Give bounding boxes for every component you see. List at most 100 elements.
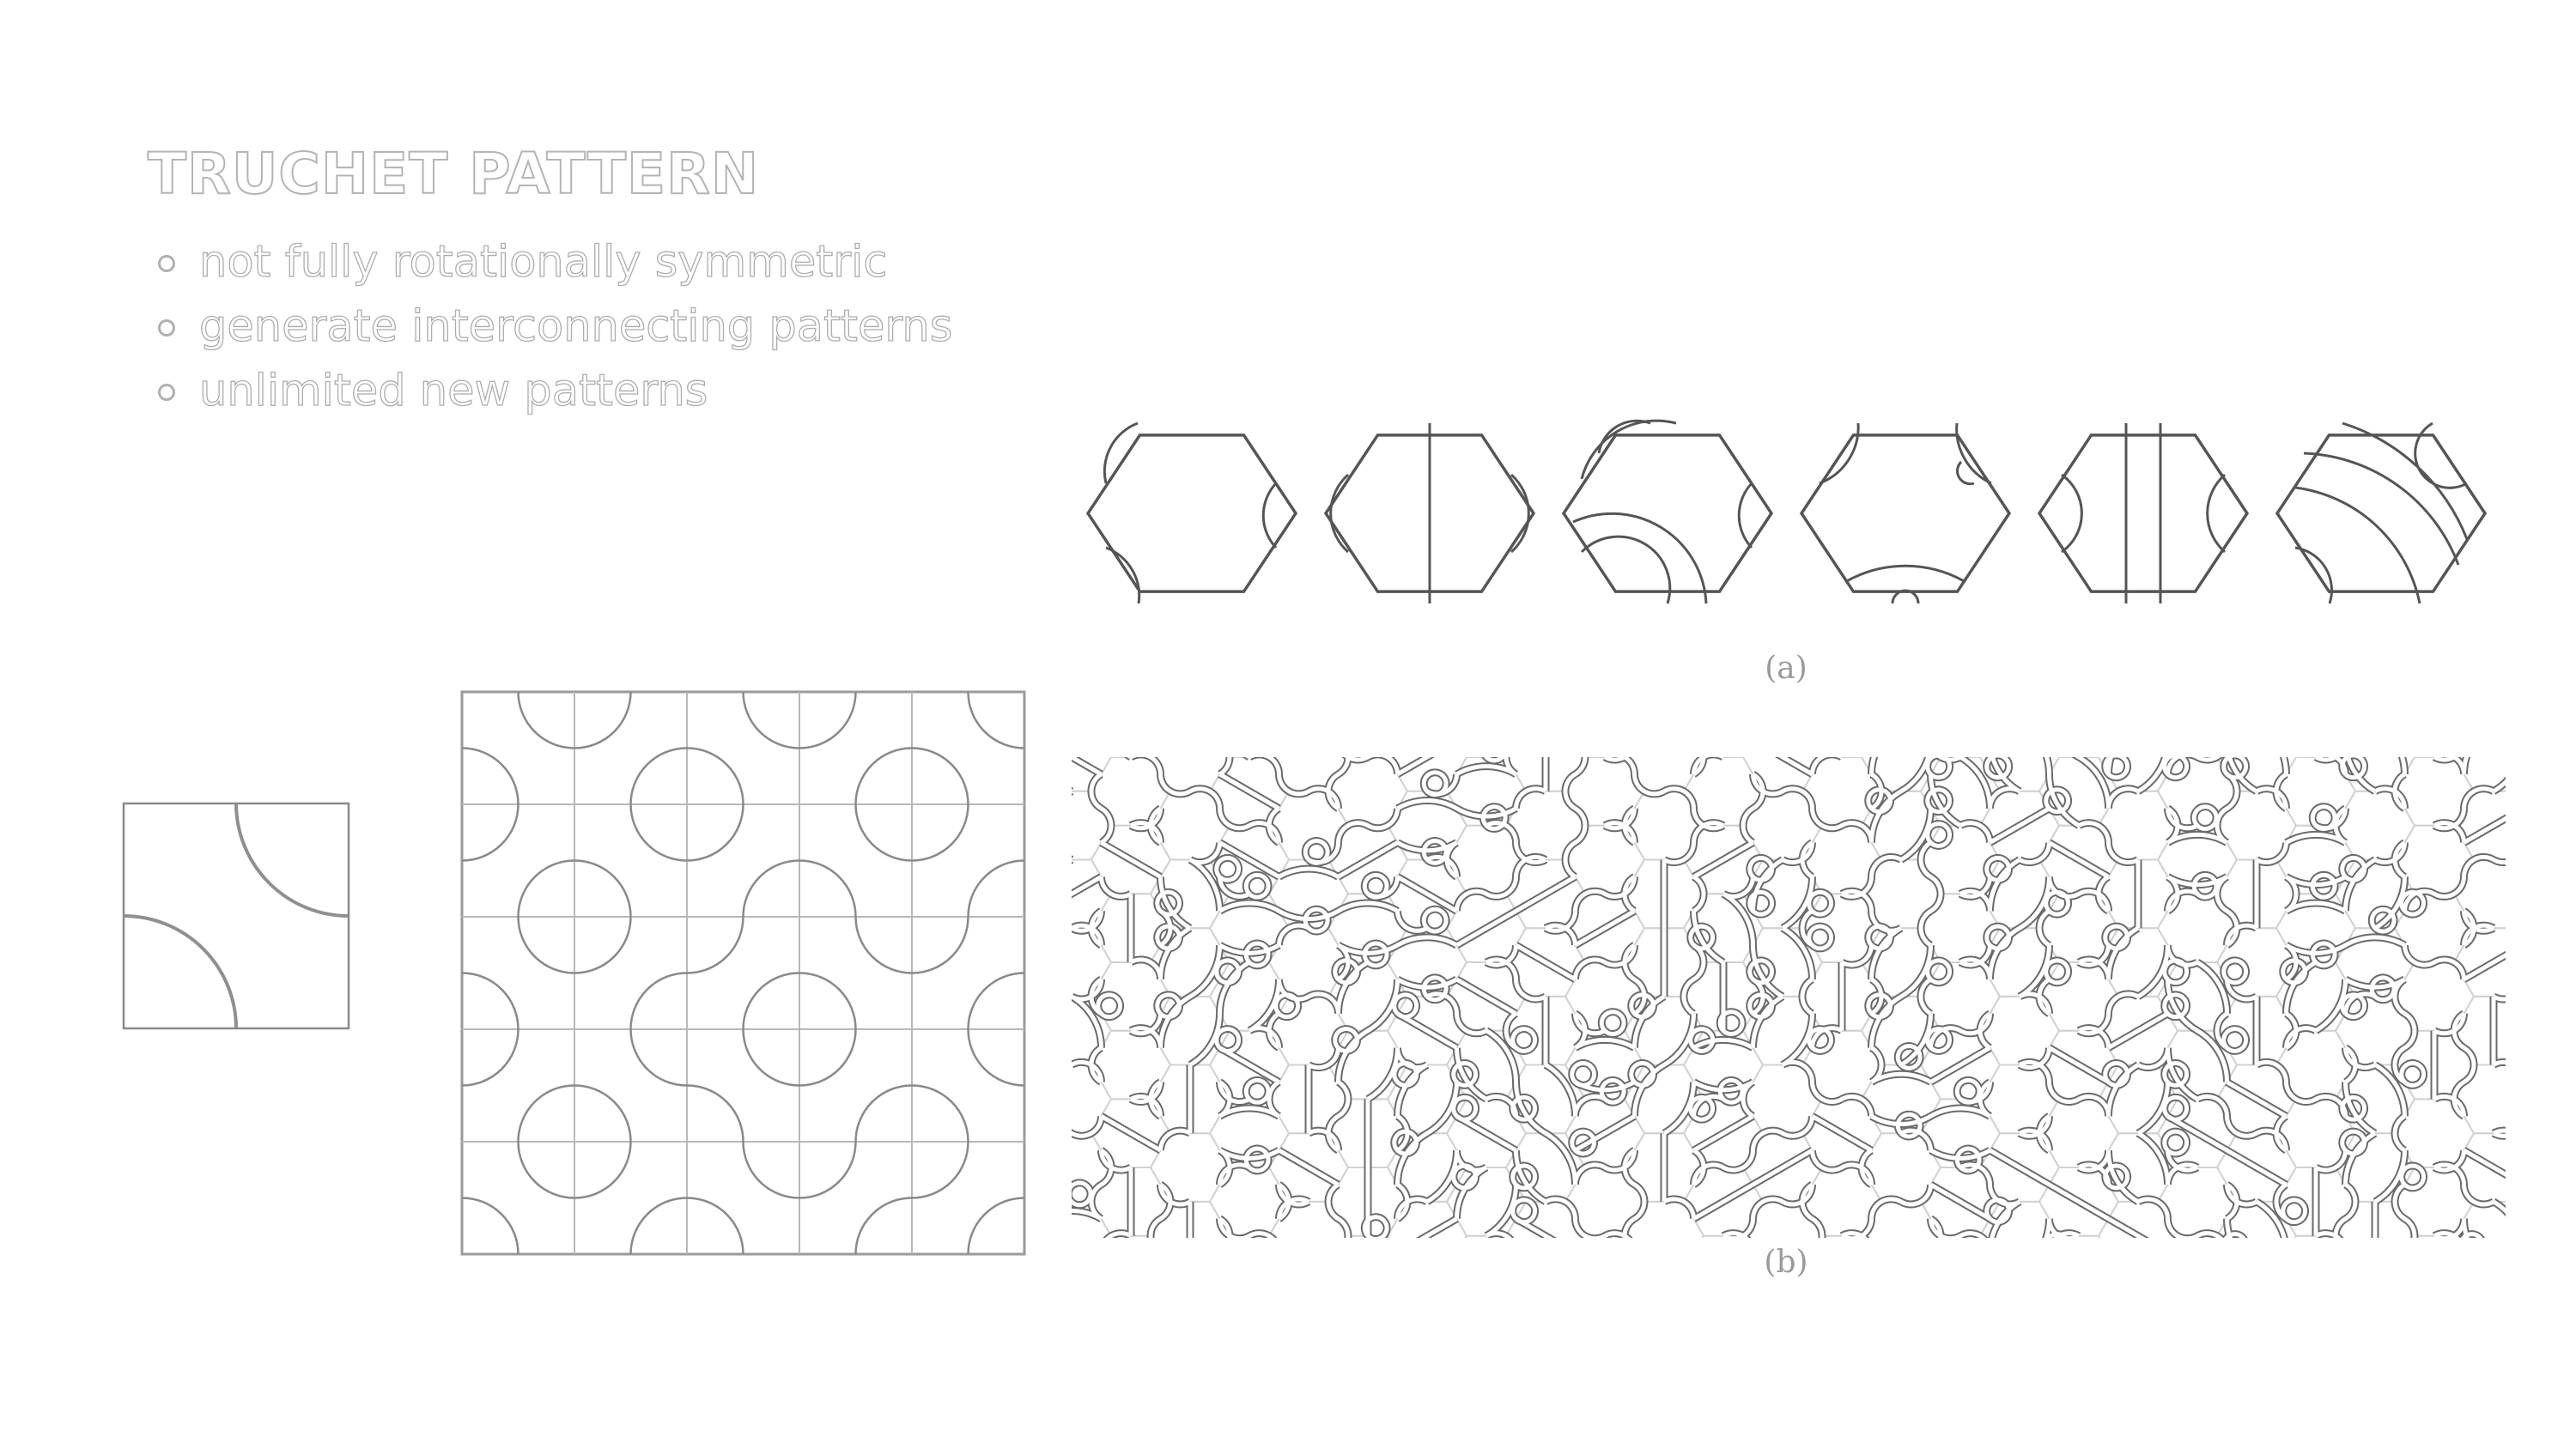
pattern-curve — [983, 1301, 1042, 1375]
pattern-curve — [1983, 757, 2053, 795]
pattern-curve-fill — [1098, 1371, 1180, 1441]
pattern-hex-cell — [2336, 655, 2415, 724]
pattern-curve-fill — [1576, 1354, 1635, 1444]
pattern-hex-cell — [2513, 757, 2576, 826]
pattern-curve-fill — [2099, 652, 2167, 725]
pattern-curve-fill — [1990, 652, 2049, 725]
pattern-curve-fill — [1872, 1268, 1931, 1342]
pattern-hex-cell — [2513, 1373, 2576, 1441]
pattern-curve-fill — [2573, 925, 2576, 999]
pattern-curve-fill — [2215, 859, 2299, 929]
pattern-curve — [1161, 652, 1220, 725]
bullet-item: unlimited new patterns — [158, 364, 952, 428]
pattern-curve-fill — [1516, 1336, 1575, 1410]
pattern-curve-fill — [2106, 991, 2170, 1070]
bullet-text: unlimited new patterns — [198, 365, 708, 416]
pattern-hex-cell — [1151, 655, 1230, 724]
pattern-hex-cell — [2176, 757, 2219, 758]
pattern-hex-cell — [2057, 1234, 2101, 1238]
pattern-curve-fill — [2573, 1202, 2576, 1270]
pattern-curve-fill — [2402, 888, 2476, 967]
pattern-hex-cell — [973, 1099, 1052, 1167]
pattern-curve-fill — [1397, 652, 1456, 725]
tile-arc — [911, 691, 1025, 805]
pattern-curve — [2195, 757, 2224, 764]
pattern-curve-fill — [1148, 1201, 1232, 1238]
pattern-curve-fill — [1039, 652, 1121, 723]
pattern-curve — [1072, 991, 1124, 1065]
pattern-curve-fill — [1866, 992, 1952, 1067]
tile-arc — [686, 803, 800, 918]
pattern-curve-fill — [2573, 1131, 2576, 1204]
pattern-curve-fill — [1574, 1009, 1636, 1105]
pattern-hex-cell — [1862, 655, 1941, 724]
tile-arc — [461, 691, 575, 805]
pattern-curve — [1072, 786, 1115, 864]
pattern-hex-cell — [2158, 1304, 2237, 1373]
pattern-curve — [1802, 1301, 1872, 1375]
pattern-curve — [1102, 1301, 1161, 1375]
tile-arc — [911, 803, 1025, 918]
pattern-hex-cell — [1862, 1338, 1941, 1407]
tile-arc — [574, 916, 688, 1030]
pattern-curve-fill — [2513, 1370, 2576, 1444]
caption-b: (b) — [1764, 1245, 1807, 1280]
pattern-curve — [1516, 1336, 1575, 1410]
tile-arc — [686, 691, 800, 805]
pattern-hex-cell — [1109, 757, 1152, 758]
pattern-curve-fill — [1603, 1231, 1631, 1238]
pattern-curve — [1635, 1319, 1694, 1410]
pattern-curve-fill — [2274, 1094, 2348, 1173]
pattern-curve-fill — [1506, 1268, 1575, 1342]
pattern-hex-cell — [973, 1236, 1052, 1305]
pattern-hex-cell — [1091, 1304, 1170, 1373]
hex-tile-outline — [1561, 433, 1774, 593]
pattern-hex-cell — [2573, 723, 2576, 791]
pattern-curve-fill — [1810, 1094, 1874, 1173]
pattern-curve-fill — [980, 1029, 1061, 1100]
pattern-curve-fill — [2162, 1027, 2248, 1101]
pattern-curve-fill — [1102, 1301, 1161, 1375]
pattern-curve-fill — [1959, 1231, 1986, 1238]
pattern-curve-fill — [1278, 839, 1340, 934]
pattern-hex-cell — [2513, 1304, 2576, 1373]
pattern-curve-fill — [1868, 1337, 1950, 1407]
pattern-curve-fill — [1506, 652, 1575, 725]
pattern-curve — [2464, 652, 2524, 725]
pattern-curve-fill — [2405, 1301, 2464, 1375]
pattern-curve-fill — [1929, 1078, 1991, 1173]
pattern-curve — [1269, 1268, 1338, 1342]
pattern-curve — [1151, 1270, 1230, 1339]
pattern-curve-fill — [1629, 992, 1715, 1067]
pattern-curve-fill — [2196, 757, 2221, 762]
pattern-hex-cell — [973, 1304, 1052, 1373]
pattern-curve — [2287, 1370, 2355, 1444]
pattern-hex-cell — [2217, 655, 2296, 724]
pattern-curve-fill — [1751, 1197, 1825, 1238]
pattern-curve-fill — [2103, 1129, 2189, 1204]
pattern-curve-fill — [2343, 991, 2417, 1070]
hex-tile-outline — [2275, 433, 2488, 593]
pattern-curve-fill — [2524, 670, 2576, 760]
pattern-curve-fill — [1751, 757, 1814, 797]
pattern-curve-fill — [2464, 1336, 2524, 1410]
pattern-hex-cell — [2099, 1338, 2178, 1407]
pattern-hex-cell — [1210, 1304, 1289, 1373]
pattern-curve-fill — [1455, 757, 1517, 831]
pattern-curve-fill — [983, 875, 1042, 966]
pattern-curve-fill — [2395, 1373, 2474, 1441]
pattern-curve — [983, 1096, 1052, 1170]
pattern-hex-cell — [2513, 1236, 2576, 1305]
bullet-text: generate interconnecting patterns — [198, 300, 953, 352]
pattern-hex-cell — [2336, 1338, 2415, 1407]
pattern-curve — [1217, 1302, 1298, 1373]
pattern-curve — [2513, 1370, 2576, 1444]
pattern-curve — [2524, 670, 2576, 760]
pattern-curve-fill — [1451, 1163, 1537, 1238]
pattern-hex-cell — [2452, 1064, 2506, 1135]
pattern-hex-cell — [2513, 826, 2576, 894]
pattern-curve-fill — [973, 755, 1042, 828]
pattern-hex-cell — [2175, 1234, 2220, 1238]
pattern-curve — [2104, 785, 2182, 867]
pattern-curve-fill — [2392, 1030, 2476, 1100]
